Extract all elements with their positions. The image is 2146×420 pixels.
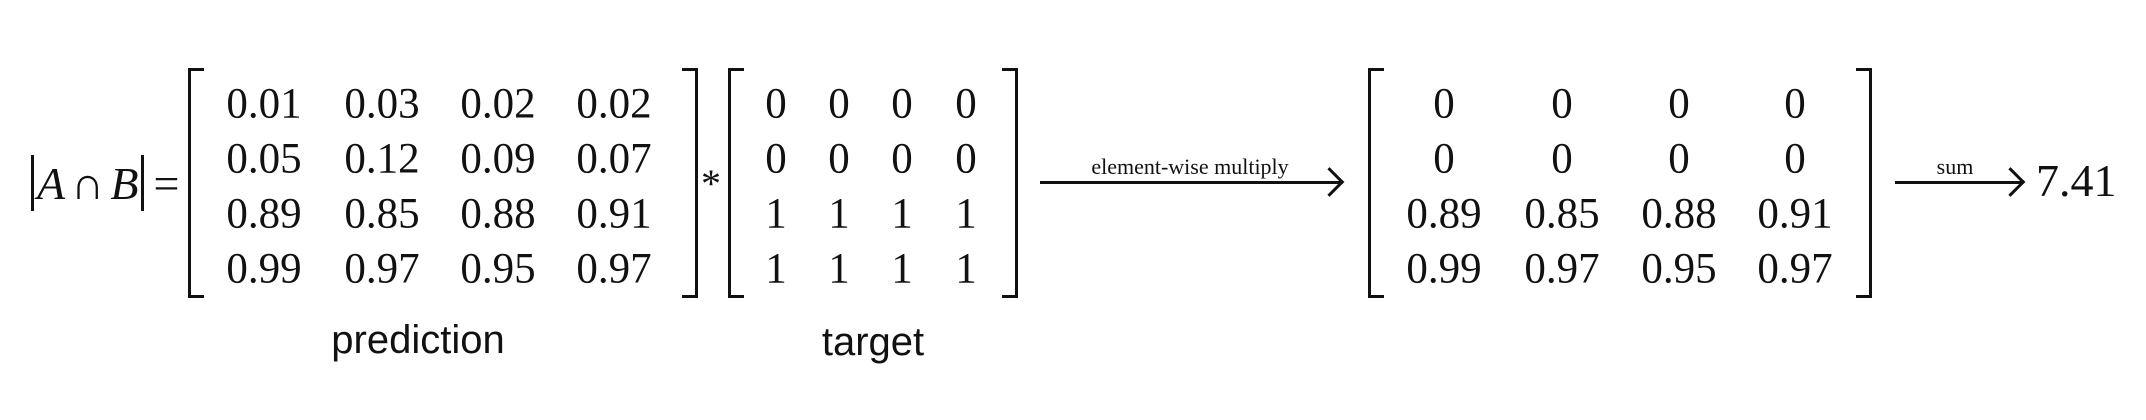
prediction-matrix: 0.01 0.03 0.02 0.02 0.05 0.12 0.09 0.07 0.89 0.85… (188, 68, 698, 298)
right-bracket (1002, 68, 1018, 298)
absolute-bar-right (141, 155, 145, 211)
product-cell-r4-c1: 0.99 (1406, 245, 1482, 293)
product-cell-r3-c1: 0.89 (1406, 190, 1482, 238)
prediction-caption: prediction (331, 318, 505, 362)
prediction-cell-r1-c1: 0.01 (226, 80, 302, 128)
prediction-cell-r4-c3: 0.95 (460, 245, 536, 293)
product-cell-r3-c2: 0.85 (1524, 190, 1600, 238)
sum-label: sum (1936, 154, 1974, 179)
prediction-cell-r3-c1: 0.89 (226, 190, 302, 238)
right-bracket (1856, 68, 1872, 298)
target-cell-r3-c3: 1 (891, 190, 913, 238)
product-cell-r4-c4: 0.97 (1757, 245, 1833, 293)
target-cell-r4-c2: 1 (828, 245, 850, 293)
prediction-cell-r2-c2: 0.12 (344, 135, 420, 183)
target-cell-r1-c1: 0 (765, 80, 787, 128)
prediction-cell-r1-c3: 0.02 (460, 80, 536, 128)
arrow-right-icon (1314, 167, 1345, 197)
prediction-cell-r3-c4: 0.91 (576, 190, 652, 238)
product-cell-r1-c2: 0 (1551, 80, 1573, 128)
product-cell-r2-c2: 0 (1551, 135, 1573, 183)
left-bracket (728, 68, 744, 298)
prediction-cell-r2-c1: 0.05 (226, 135, 302, 183)
product-cell-r1-c4: 0 (1784, 80, 1806, 128)
target-cell-r2-c3: 0 (891, 135, 913, 183)
target-cell-r1-c4: 0 (955, 80, 977, 128)
prediction-cell-r4-c2: 0.97 (344, 245, 420, 293)
target-cell-r3-c2: 1 (828, 190, 850, 238)
prediction-cell-r3-c2: 0.85 (344, 190, 420, 238)
product-cell-r1-c1: 0 (1433, 80, 1455, 128)
absolute-bar-left (31, 155, 34, 211)
left-bracket (188, 68, 204, 298)
arrow-shaft (1040, 181, 1340, 184)
product-cell-r2-c1: 0 (1433, 135, 1455, 183)
product-cell-r3-c4: 0.91 (1757, 190, 1833, 238)
product-matrix: 0 0 0 0 0 0 0 0 0.89 0.85 0.88 0.91 0.99 0.97 0.95 0.97 (1368, 68, 1872, 298)
right-bracket (682, 68, 698, 298)
product-cell-r1-c3: 0 (1668, 80, 1690, 128)
prediction-cell-r4-c4: 0.97 (576, 245, 652, 293)
prediction-cell-r3-c3: 0.88 (460, 190, 536, 238)
product-cell-r2-c4: 0 (1784, 135, 1806, 183)
product-cell-r4-c2: 0.97 (1524, 245, 1600, 293)
element-wise-multiply-label: element-wise multiply (1091, 154, 1289, 179)
target-cell-r4-c4: 1 (955, 245, 977, 293)
arrow-right-icon (1995, 167, 2026, 197)
equals-symbol: = (153, 157, 180, 209)
multiply-symbol: * (701, 161, 721, 206)
prediction-cell-r4-c1: 0.99 (226, 245, 302, 293)
target-cell-r3-c1: 1 (765, 190, 787, 238)
target-cell-r3-c4: 1 (955, 190, 977, 238)
product-cell-r4-c3: 0.95 (1641, 245, 1717, 293)
target-cell-r2-c1: 0 (765, 135, 787, 183)
prediction-cell-r2-c3: 0.09 (460, 135, 536, 183)
sum-result: 7.41 (2036, 155, 2117, 206)
target-cell-r4-c1: 1 (765, 245, 787, 293)
target-caption: target (821, 320, 925, 364)
prediction-cell-r2-c4: 0.07 (576, 135, 652, 183)
prediction-cell-r1-c2: 0.03 (344, 80, 420, 128)
target-cell-r4-c3: 1 (891, 245, 913, 293)
product-cell-r3-c3: 0.88 (1641, 190, 1717, 238)
left-bracket (1368, 68, 1384, 298)
prediction-cell-r1-c4: 0.02 (576, 80, 652, 128)
intersection-magnitude-expression: A ∩ B = (28, 148, 185, 218)
target-cell-r2-c4: 0 (955, 135, 977, 183)
target-cell-r1-c3: 0 (891, 80, 913, 128)
set-b-symbol: B (110, 157, 139, 209)
target-cell-r2-c2: 0 (828, 135, 850, 183)
arrow-shaft (1895, 181, 2021, 184)
set-a-symbol: A (37, 157, 66, 209)
intersection-symbol: ∩ (71, 157, 105, 209)
product-cell-r2-c3: 0 (1668, 135, 1690, 183)
target-cell-r1-c2: 0 (828, 80, 850, 128)
